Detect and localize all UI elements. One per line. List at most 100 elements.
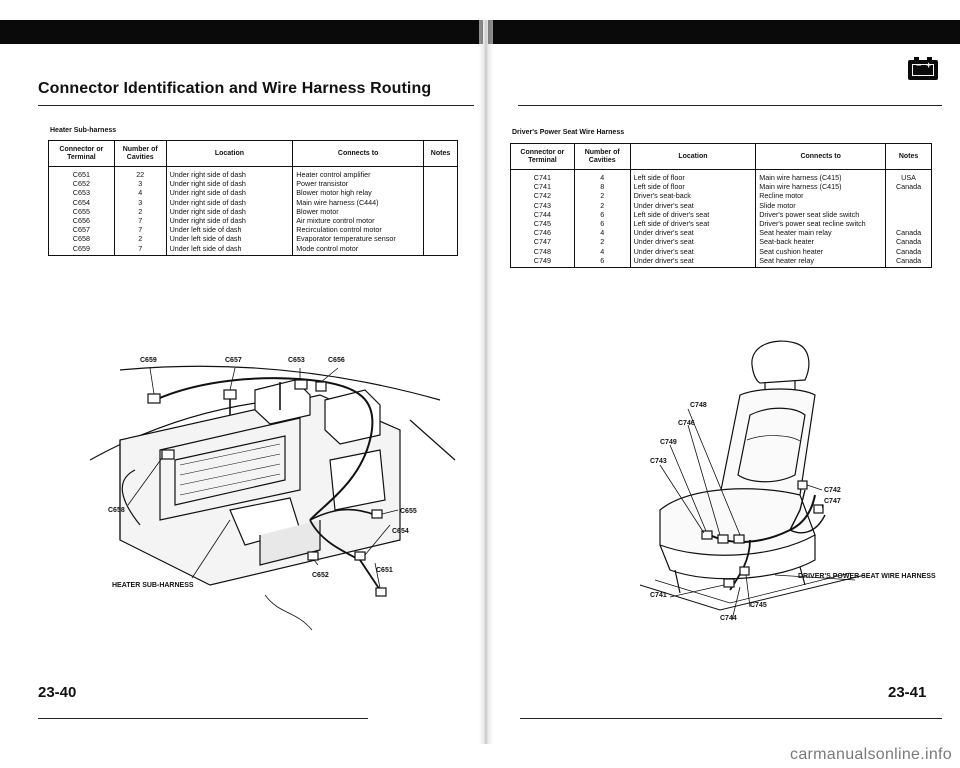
footer-rule-left (38, 718, 368, 719)
cell: 7 (113, 225, 167, 235)
cell: Seat heater relay (755, 255, 887, 269)
cell: Canada (885, 182, 932, 192)
col-header: Location (165, 140, 294, 167)
cell: Mode control motor (292, 243, 425, 256)
cell: Seat-back heater (755, 237, 887, 247)
callout-c741: C741 (650, 592, 667, 599)
power-seat-diagram: C748 C746 C749 C743 C742 C747 DRIVER'S P… (639, 340, 936, 622)
cell: C653 (48, 188, 115, 198)
col-header: Notes (885, 143, 932, 170)
callout-c745: C745 (750, 602, 767, 609)
battery-icon: − + (908, 57, 938, 80)
cell (423, 188, 458, 198)
cell: 6 (573, 219, 631, 229)
cell (423, 234, 458, 244)
right-page-header-bar (488, 20, 960, 44)
cell: C741 (510, 182, 575, 192)
cell: Under driver's seat (629, 246, 757, 256)
cell (423, 197, 458, 207)
cell: Air mixture control motor (292, 216, 425, 226)
cell: C659 (48, 243, 115, 256)
callout-c748: C748 (690, 402, 707, 409)
cell: 4 (573, 228, 631, 238)
cell: C744 (510, 209, 575, 220)
callout-c658: C658 (108, 507, 125, 514)
cell: Seat heater main relay (755, 228, 887, 238)
cell (885, 191, 932, 201)
cell: Blower motor (292, 206, 425, 217)
cell (423, 216, 458, 226)
cell: Driver's power seat recline switch (755, 219, 887, 229)
seat-section-label: Driver's Power Seat Wire Harness (512, 129, 625, 136)
cell: C745 (510, 219, 575, 229)
cell: Under right side of dash (165, 179, 294, 189)
cell: Blower motor high relay (292, 188, 425, 198)
cell: Left side of floor (629, 169, 757, 183)
cell: 6 (573, 209, 631, 220)
cell: Main wire harness (C415) (755, 182, 887, 192)
cell: 7 (113, 243, 167, 256)
cell: Main wire harness (C444) (292, 197, 425, 207)
cell: Under left side of dash (165, 243, 294, 256)
cell: Driver's seat-back (629, 191, 757, 201)
col-header: Connector or Terminal (48, 140, 115, 167)
col-header: Notes (423, 140, 458, 167)
cell: C656 (48, 216, 115, 226)
cell: Left side of floor (629, 182, 757, 192)
page-number-left: 23-40 (38, 684, 77, 701)
cell: 4 (113, 188, 167, 198)
cell (885, 209, 932, 220)
cell: Under driver's seat (629, 237, 757, 247)
cell: C747 (510, 237, 575, 247)
heater-connector-table: Connector or Terminal Number of Cavities… (48, 140, 458, 256)
cell: C652 (48, 179, 115, 189)
cell: Under right side of dash (165, 188, 294, 198)
cell: Canada (885, 228, 932, 238)
callout-heater-sub-harness: HEATER SUB-HARNESS (112, 582, 194, 589)
callout-c744: C744 (720, 615, 737, 622)
seat-connector-table: Connector or Terminal Number of Cavities… (510, 143, 932, 269)
cell (423, 206, 458, 217)
cell: Evaporator temperature sensor (292, 234, 425, 244)
callout-c747: C747 (824, 498, 841, 505)
cell: Under right side of dash (165, 216, 294, 226)
callout-drivers-power-seat-wire-harness: DRIVER'S POWER SEAT WIRE HARNESS (798, 573, 936, 580)
cell: Recirculation control motor (292, 225, 425, 235)
cell: Canada (885, 255, 932, 269)
left-page-header-bar (0, 20, 483, 44)
cell: C658 (48, 234, 115, 244)
footer-rule-right (520, 718, 942, 719)
cell: Left side of driver's seat (629, 209, 757, 220)
cell: Heater control amplifier (292, 166, 425, 180)
cell: C657 (48, 225, 115, 235)
cell: 4 (573, 169, 631, 183)
cell: Canada (885, 237, 932, 247)
cell: Under right side of dash (165, 206, 294, 217)
cell: 22 (113, 166, 167, 180)
col-header: Location (629, 143, 757, 170)
cell: Power transistor (292, 179, 425, 189)
cell: Main wire harness (C415) (755, 169, 887, 183)
cell: 2 (113, 234, 167, 244)
callout-c659: C659 (140, 357, 157, 364)
page-title: Connector Identification and Wire Harnes… (38, 80, 432, 97)
cell: 7 (113, 216, 167, 226)
cell (885, 200, 932, 210)
callout-c749: C749 (660, 439, 677, 446)
cell: C743 (510, 200, 575, 210)
cell: 6 (573, 255, 631, 269)
